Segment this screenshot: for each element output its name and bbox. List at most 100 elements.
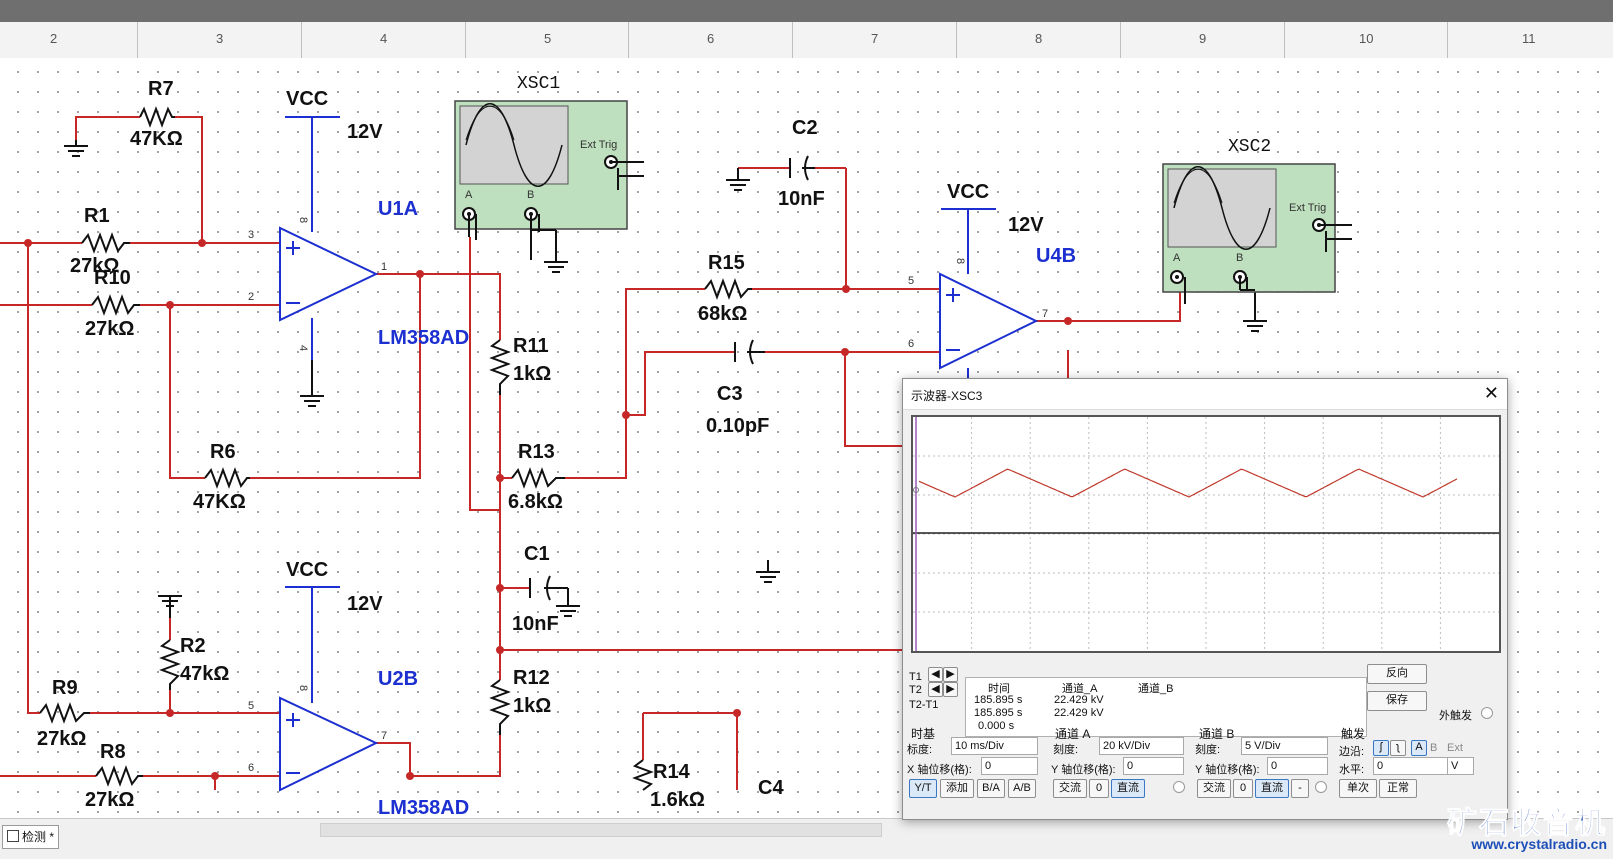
u2b-ref: U2B xyxy=(378,668,418,690)
vcc-label: VCC xyxy=(286,88,328,110)
ruler-tick xyxy=(1447,22,1448,58)
x-position-label: X 轴位移(格): xyxy=(907,764,972,776)
svg-text:8: 8 xyxy=(297,685,309,691)
ground-icon xyxy=(726,168,750,191)
svg-text:5: 5 xyxy=(248,700,254,712)
cursor-readout: 时间 通道_A 通道_B 185.895 s 22.429 kV 185.895… xyxy=(965,677,1367,737)
close-icon[interactable]: ✕ xyxy=(1483,383,1499,403)
ruler-number: 6 xyxy=(707,31,715,46)
normal-button[interactable]: 正常 xyxy=(1379,779,1417,798)
trigger-title: 触发 xyxy=(1341,727,1366,741)
instrument-label: XSC1 xyxy=(517,74,560,94)
c3-value: 0.10pF xyxy=(706,415,769,437)
t1-left-arrow-icon[interactable]: ◀ xyxy=(928,667,943,682)
r11-ref: R11 xyxy=(513,335,549,357)
col-channel-a: 通道_A xyxy=(1062,683,1098,695)
schematic-icon xyxy=(7,830,19,842)
tab-design[interactable]: 检测 * xyxy=(2,825,60,849)
t2-right-arrow-icon[interactable]: ▶ xyxy=(943,682,958,697)
timebase-scale-field[interactable]: 10 ms/Div xyxy=(951,737,1038,755)
r9-ref: R9 xyxy=(52,677,78,699)
trigger-level-unit[interactable]: V xyxy=(1447,757,1474,775)
marker xyxy=(913,487,919,493)
rising-edge-icon[interactable]: ʃ xyxy=(1373,740,1389,756)
ground-icon xyxy=(64,140,88,157)
trigger-level-field[interactable]: 0 xyxy=(1373,757,1448,775)
instrument-label: XSC2 xyxy=(1228,137,1271,157)
channel-a-ac-button[interactable]: 交流 xyxy=(1053,779,1087,798)
horizontal-scrollbar[interactable] xyxy=(320,823,882,837)
resistor-r7 xyxy=(139,106,175,128)
trigger-source-ext-button[interactable]: Ext xyxy=(1447,742,1463,754)
channel-b-dc-button[interactable]: 直流 xyxy=(1255,779,1289,798)
svg-text:B: B xyxy=(527,189,534,201)
ruler-number: 2 xyxy=(50,31,58,46)
channel-b-zero-button[interactable]: 0 xyxy=(1233,779,1253,798)
channel-b-ypos-label: Y 轴位移(格): xyxy=(1195,764,1260,776)
instrument-xsc2: A B Ext Trig XSC2 xyxy=(1162,137,1352,304)
resistor-r6 xyxy=(204,467,250,489)
r12-value: 1kΩ xyxy=(513,695,551,717)
resistor-r8 xyxy=(95,765,143,787)
t1-right-arrow-icon[interactable]: ▶ xyxy=(943,667,958,682)
scope-display[interactable] xyxy=(911,415,1501,653)
channel-b-radio[interactable] xyxy=(1315,781,1327,793)
resistor-r2 xyxy=(159,639,181,690)
ext-trigger-label: 外触发 xyxy=(1439,710,1472,722)
u2b-part: LM358AD xyxy=(378,797,469,818)
svg-text:2: 2 xyxy=(248,291,254,303)
trigger-source-b-button[interactable]: B xyxy=(1430,742,1438,754)
r11-value: 1kΩ xyxy=(513,363,551,385)
ext-trigger-radio[interactable] xyxy=(1481,707,1493,719)
watermark-url: www.crystalradio.cn xyxy=(1471,836,1607,852)
save-button[interactable]: 保存 xyxy=(1367,691,1427,711)
channel-a-radio[interactable] xyxy=(1173,781,1185,793)
svg-text:1: 1 xyxy=(381,261,387,273)
channel-b-ypos-field[interactable]: 0 xyxy=(1267,757,1328,775)
t2-left-arrow-icon[interactable]: ◀ xyxy=(928,682,943,697)
channel-a-zero-button[interactable]: 0 xyxy=(1089,779,1109,798)
r14-ref: R14 xyxy=(653,761,691,783)
channel-b-minus-button[interactable]: - xyxy=(1291,779,1309,798)
reverse-button[interactable]: 反向 xyxy=(1367,664,1427,684)
channel-b-scale-label: 刻度: xyxy=(1195,744,1221,756)
svg-text:8: 8 xyxy=(954,258,966,264)
r13-value: 6.8kΩ xyxy=(508,491,563,513)
add-button[interactable]: 添加 xyxy=(940,779,974,798)
trigger-source-a-button[interactable]: A xyxy=(1411,740,1427,756)
channel-a-dc-button[interactable]: 直流 xyxy=(1111,779,1145,798)
falling-edge-icon[interactable]: ʅ xyxy=(1390,740,1406,756)
r7-value: 47KΩ xyxy=(130,128,183,150)
channel-b-scale-field[interactable]: 5 V/Div xyxy=(1241,737,1328,755)
opamp-u1a xyxy=(279,226,379,322)
yt-button[interactable]: Y/T xyxy=(909,779,937,798)
opamp-u2b xyxy=(279,696,379,792)
x-position-field[interactable]: 0 xyxy=(981,757,1038,775)
channel-a-scale-label: 刻度: xyxy=(1053,744,1079,756)
resistor-r12 xyxy=(489,679,511,735)
cursor-t1-label: T1 xyxy=(909,671,922,683)
r12-ref: R12 xyxy=(513,667,550,689)
ruler-number: 3 xyxy=(216,31,224,46)
window-titlebar[interactable]: 示波器-XSC3 ✕ xyxy=(903,379,1507,410)
c1-ref: C1 xyxy=(524,543,550,565)
c3-ref: C3 xyxy=(717,383,743,405)
channel-b-ac-button[interactable]: 交流 xyxy=(1197,779,1231,798)
ruler-tick xyxy=(1120,22,1121,58)
r1-ref: R1 xyxy=(84,205,110,227)
channel-a-scale-field[interactable]: 20 kV/Div xyxy=(1099,737,1184,755)
channel-b-title: 通道 B xyxy=(1199,727,1235,741)
ruler-number: 9 xyxy=(1199,31,1207,46)
channel-a-ypos-field[interactable]: 0 xyxy=(1123,757,1184,775)
r6-value: 47KΩ xyxy=(193,491,246,513)
ab-button[interactable]: A/B xyxy=(1008,779,1036,798)
timebase-scale-label: 标度: xyxy=(907,744,933,756)
schematic-drawing: A B Ext Trig XSC1 A B Ext Trig XSC2 R7 4… xyxy=(0,74,1352,818)
resistor-r9 xyxy=(39,702,90,724)
ba-button[interactable]: B/A xyxy=(977,779,1005,798)
single-button[interactable]: 单次 xyxy=(1339,779,1377,798)
u1a-part: LM358AD xyxy=(378,327,469,349)
ruler-tick xyxy=(628,22,629,58)
resistor-r15 xyxy=(704,278,752,300)
vcc-value: 12V xyxy=(1008,214,1044,236)
